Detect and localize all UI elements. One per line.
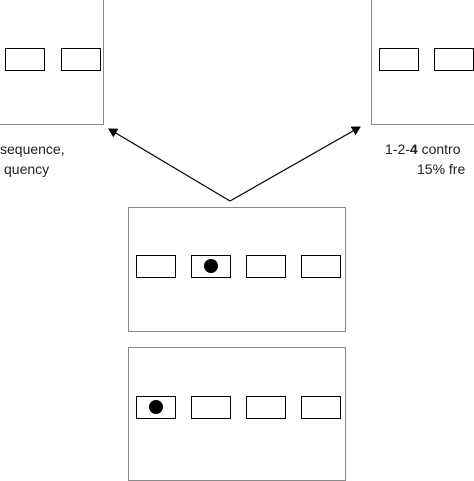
right-caption-line2: 15% fre (417, 161, 466, 177)
stimulus-box (379, 48, 419, 71)
bottom-panel (128, 347, 346, 481)
right-caption-line1: 1-2-4 contro (385, 141, 461, 157)
left-caption: sequence, quency (0, 139, 65, 179)
arrow-left (108, 128, 231, 202)
stimulus-box (61, 48, 101, 71)
arrow-right (229, 126, 361, 202)
stimulus-box (136, 255, 176, 278)
stimulus-box (246, 255, 286, 278)
stimulus-box (5, 48, 45, 71)
center-panel (128, 207, 346, 332)
left-caption-line1: sequence, (0, 141, 65, 157)
stimulus-box (301, 255, 341, 278)
left-caption-line2: quency (4, 161, 50, 177)
target-dot-icon (149, 400, 163, 414)
stimulus-box (246, 396, 286, 419)
stimulus-box (301, 396, 341, 419)
top-right-panel (371, 0, 474, 125)
top-left-panel (0, 0, 104, 125)
right-caption: 1-2-4 contro 15% fre (385, 139, 465, 179)
target-dot-icon (204, 259, 218, 273)
stimulus-box-target (136, 396, 176, 419)
stimulus-box-target (191, 255, 231, 278)
stimulus-box (191, 396, 231, 419)
